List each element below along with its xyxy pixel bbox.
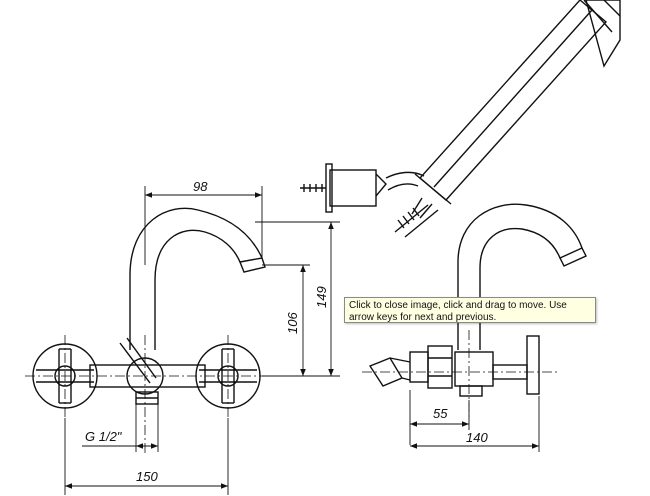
wall-holder bbox=[300, 163, 387, 213]
side-body bbox=[454, 351, 494, 387]
dim-98: 98 bbox=[193, 179, 208, 194]
spout-outline-inner bbox=[154, 229, 241, 350]
side-handle bbox=[492, 335, 540, 395]
dim-106: 106 bbox=[285, 312, 300, 334]
side-spout-inner bbox=[479, 227, 561, 350]
left-handle bbox=[32, 343, 98, 409]
viewer-tooltip: Click to close image, click and drag to … bbox=[344, 297, 596, 323]
tooltip-text: Click to close image, click and drag to … bbox=[349, 300, 567, 323]
front-dimensions bbox=[64, 186, 340, 495]
front-view bbox=[32, 207, 266, 409]
shower-head bbox=[583, 0, 621, 68]
spout-outline bbox=[129, 207, 263, 350]
wall-fitting bbox=[409, 351, 429, 383]
side-dimensions bbox=[409, 390, 540, 452]
shower-handle bbox=[414, 0, 608, 205]
dim-140: 140 bbox=[466, 430, 488, 445]
shower-assembly bbox=[300, 0, 621, 238]
side-spout-tip bbox=[559, 247, 587, 267]
dim-55: 55 bbox=[433, 406, 448, 421]
center-lines bbox=[25, 335, 275, 455]
spout-tip bbox=[239, 257, 266, 273]
side-nut bbox=[427, 345, 453, 389]
side-center-lines bbox=[362, 330, 560, 420]
dim-149: 149 bbox=[314, 286, 329, 308]
dim-inlet-thread: G 1/2" bbox=[85, 429, 123, 444]
side-view bbox=[368, 203, 587, 397]
dim-150: 150 bbox=[136, 469, 158, 484]
side-spout-outline bbox=[457, 203, 583, 350]
hose bbox=[385, 171, 439, 238]
